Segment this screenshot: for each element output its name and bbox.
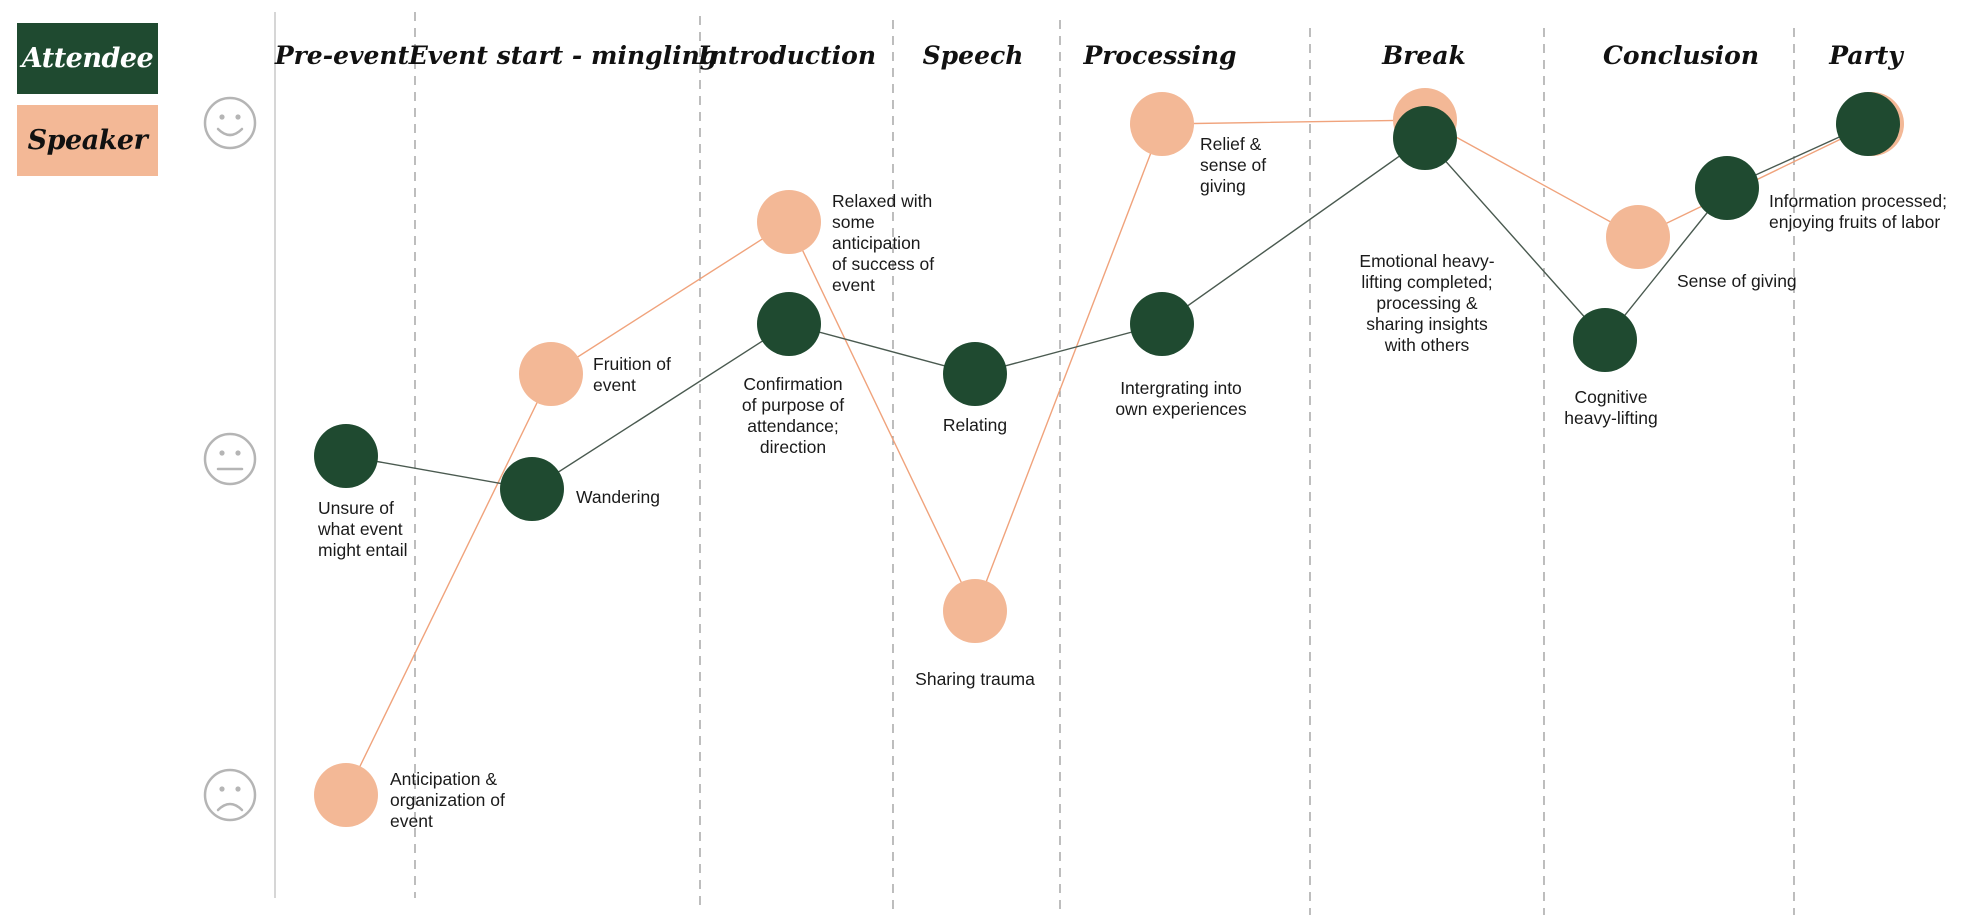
stage-dividers [274,12,1795,915]
point-label: Information processed;enjoying fruits of… [1769,191,1947,232]
journey-points [314,88,1904,827]
attendee-point [500,457,564,521]
attendee-point [1573,308,1637,372]
stage-title: Party [1828,41,1904,70]
frowning-face-icon [203,768,257,822]
speaker-point [519,342,583,406]
legend-speaker: Speaker [17,105,158,176]
stage-title: Event start - mingling [408,41,718,70]
neutral-face-icon [203,432,257,486]
stage-title: Processing [1082,41,1236,70]
attendee-point [1836,92,1900,156]
point-label: Sense of giving [1677,271,1797,291]
attendee-journey-line [345,123,1869,490]
speaker-journey-line [345,119,1873,796]
stage-title: Introduction [697,41,876,70]
mood-scale [203,96,257,822]
speaker-point [1606,205,1670,269]
attendee-point [943,342,1007,406]
legend-attendee: Attendee [17,23,158,94]
point-label: Wandering [576,487,660,507]
speaker-point [757,190,821,254]
attendee-point [314,424,378,488]
attendee-point [1393,106,1457,170]
point-label: Emotional heavy-lifting completed;proces… [1359,251,1494,355]
point-label: Sharing trauma [915,669,1035,689]
speaker-point [1130,92,1194,156]
stage-title: Break [1381,41,1466,70]
stage-title: Conclusion [1603,41,1759,70]
attendee-point [757,292,821,356]
point-label: Relating [943,415,1007,435]
speaker-point [314,763,378,827]
attendee-point [1695,156,1759,220]
attendee-point [1130,292,1194,356]
speaker-point [943,579,1007,643]
smiling-face-icon [203,96,257,150]
stage-title: Pre-event [274,41,410,70]
stage-title: Speech [923,41,1024,70]
